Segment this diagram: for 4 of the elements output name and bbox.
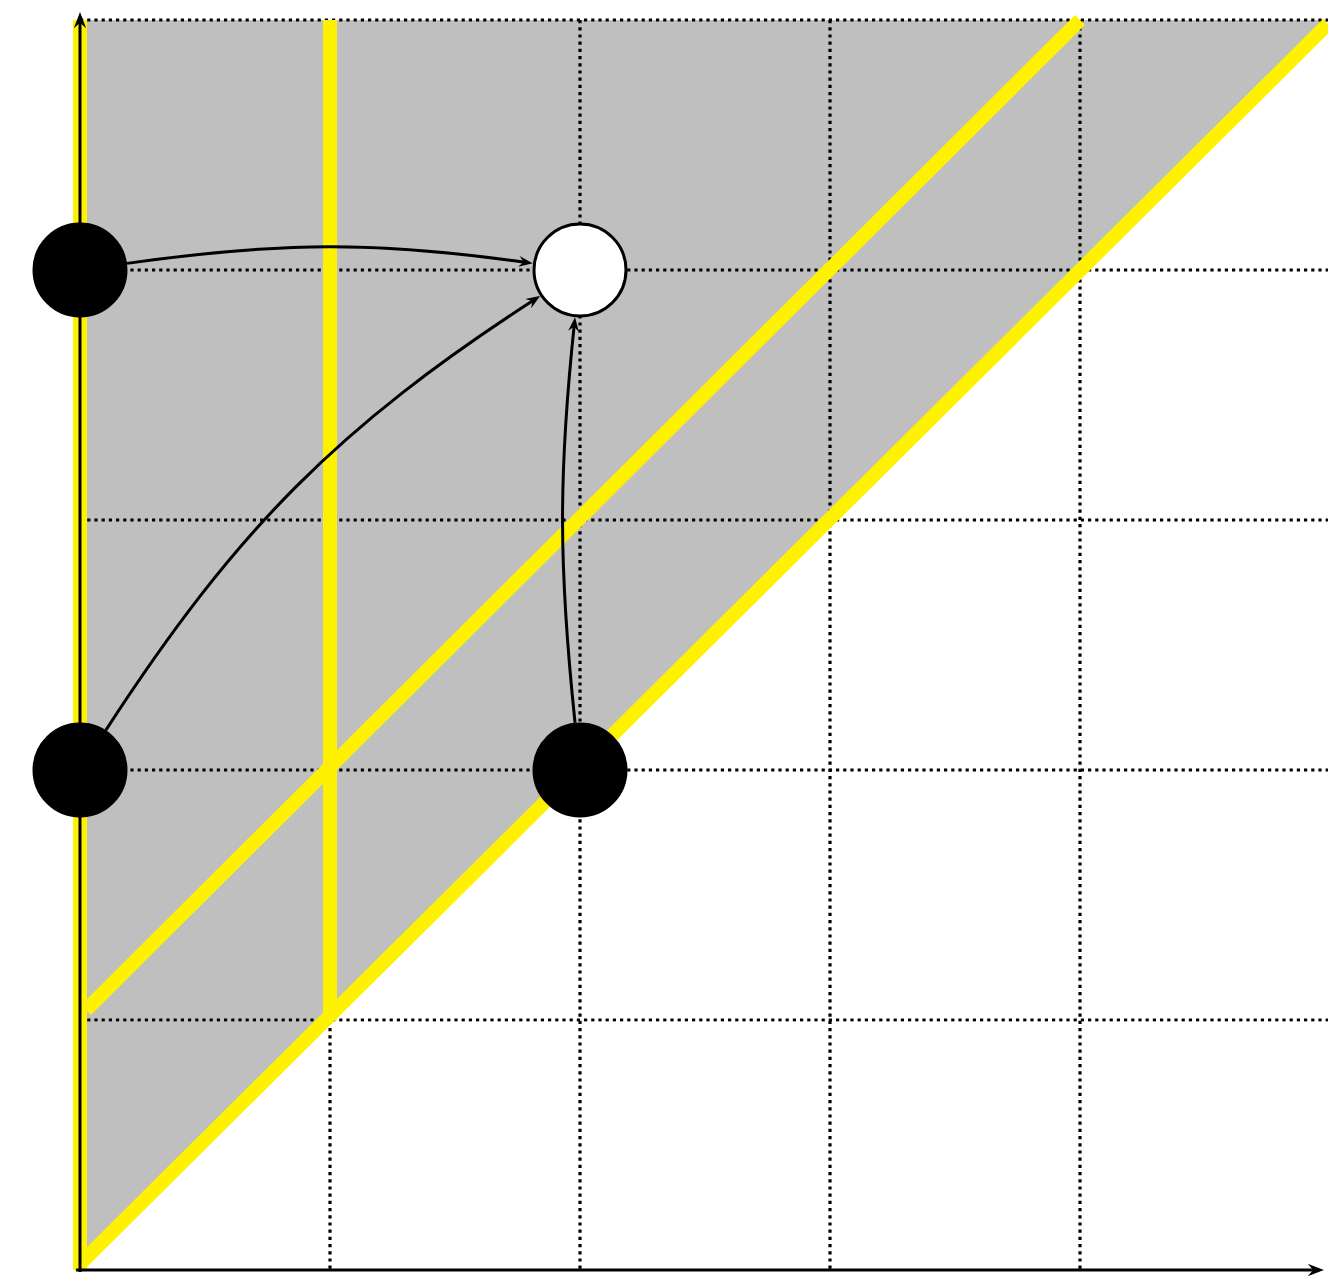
point-marker [32, 722, 128, 818]
point-marker [32, 222, 128, 318]
point-marker [532, 722, 628, 818]
point-marker [532, 222, 628, 318]
